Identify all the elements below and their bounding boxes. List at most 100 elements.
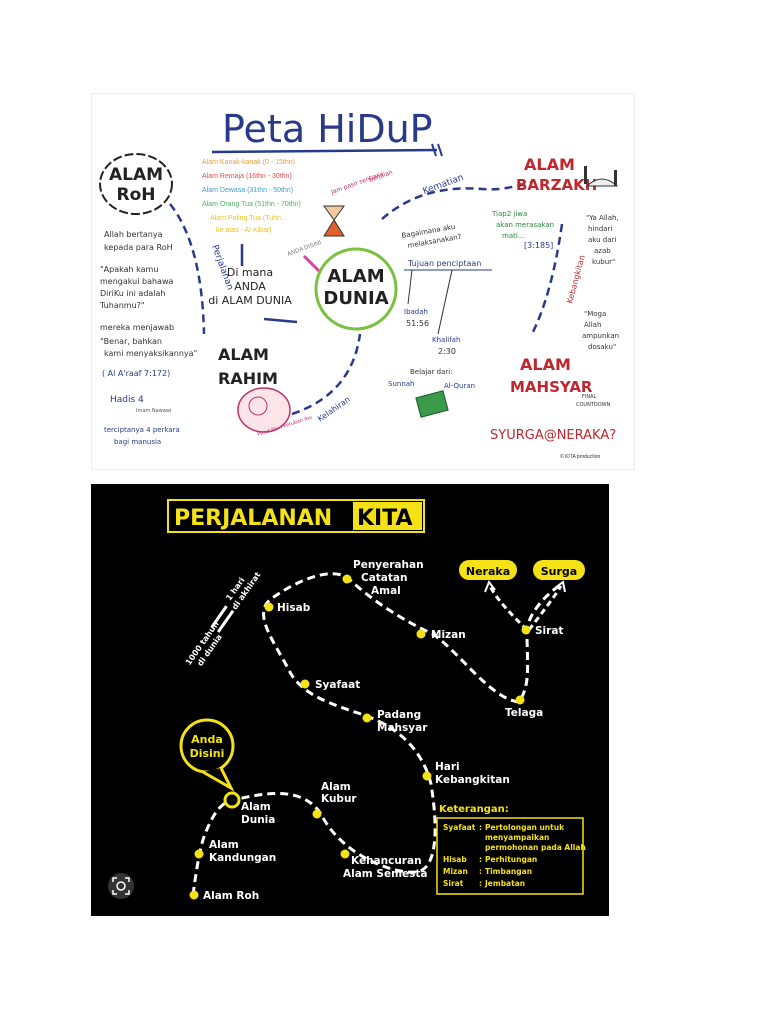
peta-hidup-panel: Peta HiDuP ALAM RoH Alam Kanak-kanak (0 … <box>91 93 635 470</box>
hourglass-icon <box>323 205 345 237</box>
khalifah-label: Khalifah <box>432 336 460 344</box>
stop-dot-hari-kebangkitan <box>422 771 432 781</box>
stage-label: Alam Paling Tua (Tuhn... <box>210 215 287 222</box>
stop-label-hari-kebangkitan: Hari <box>435 761 460 773</box>
tujuan-branch <box>407 269 413 305</box>
stop-label-alam-dunia: Dunia <box>241 814 275 826</box>
fetus-icon <box>237 387 291 433</box>
credit: © KITA production <box>560 453 600 460</box>
legend-def: permohonan pada Allah <box>485 843 586 852</box>
anda-disini-line: Disini <box>190 747 225 760</box>
dimana-line: di ALAM DUNIA <box>208 294 292 307</box>
sunnah-label: Sunnah <box>388 380 414 388</box>
flow-arrow <box>291 333 362 416</box>
quran-book-icon <box>415 390 449 418</box>
journey-map: PERJALANAN KITA 1000 tahun di dunia 1 ha… <box>108 499 586 902</box>
alam-dunia-circle <box>314 247 398 331</box>
stop-label-alam-kandungan: Kandungan <box>209 852 276 864</box>
stop-dot-sirat <box>521 625 531 635</box>
legend-def: Timbangan <box>485 867 532 876</box>
legend-sep: : <box>479 879 482 888</box>
khalifah-ref: 2:30 <box>438 347 456 356</box>
alam-mahsyar-line: ALAM <box>520 355 571 374</box>
legend-sep: : <box>479 823 482 832</box>
title-highlight <box>353 502 422 530</box>
legend-term: Mizan <box>443 867 468 876</box>
stop-dot-penyerahan <box>342 574 352 584</box>
journey-route <box>191 572 564 896</box>
anda-disini-tag: ANDA DISINI <box>287 240 323 258</box>
title-underline <box>211 148 438 154</box>
stop-label-padang-mahsyar: Mahsyar <box>377 722 428 734</box>
equals-sign <box>216 609 235 633</box>
stop-dot-kehancuran <box>340 849 350 859</box>
stop-label-alam-dunia: Alam <box>241 801 271 813</box>
legend-def: Perhitungan <box>485 855 537 864</box>
stop-label-penyerahan: Catatan <box>361 572 407 584</box>
legend-title: Keterangan: <box>439 804 509 815</box>
hadis-note: bagi manusia <box>114 438 161 446</box>
roh-note: ( Al A'raaf 7:172) <box>102 369 170 378</box>
map-title: Peta HiDuP <box>222 107 433 151</box>
tujuan-branch <box>437 269 453 335</box>
stop-label-kehancuran: Kehancuran <box>351 855 422 867</box>
alam-dunia-line: ALAM <box>327 266 384 287</box>
ya-allah-line: hindari <box>588 225 612 233</box>
legend-def: menyampaikan <box>485 833 549 842</box>
alam-rahim-line: ALAM <box>218 345 269 364</box>
dimana-line: ANDA <box>234 280 266 293</box>
alquran-label: Al-Quran <box>444 382 475 390</box>
stop-label-penyerahan: Penyerahan <box>353 559 424 571</box>
ya-allah-line: azab <box>594 247 611 255</box>
legend-term: Sirat <box>443 879 464 888</box>
roh-note: "Benar, bahkan <box>100 337 162 346</box>
stage-label: Alam Kanak-kanak (0 - 15thn) <box>202 159 295 166</box>
title-hash <box>431 143 437 157</box>
stop-label-sirat: Sirat <box>535 625 563 637</box>
stop-label-alam-kandungan: Alam <box>209 839 239 851</box>
neraka-label: Neraka <box>466 565 510 578</box>
stop-label-mizan: Mizan <box>431 629 466 641</box>
roh-note: DiriKu ini adalah <box>100 289 166 298</box>
syurga-neraka: SYURGA@NERAKA? <box>490 428 616 443</box>
equals-sign <box>210 605 228 629</box>
stage-label: Alam Remaja (16thn - 30thn) <box>202 173 292 180</box>
stop-label-syafaat: Syafaat <box>315 679 360 691</box>
stop-dot-alam-dunia <box>223 791 241 809</box>
bubble-pointer <box>202 767 235 792</box>
legend-def: Jembatan <box>484 879 525 888</box>
final-countdown: FINAL <box>582 394 597 400</box>
stop-dot-hisab <box>264 602 274 612</box>
arrow-up-icon <box>484 579 496 593</box>
stop-dot-mizan <box>416 629 426 639</box>
neraka-box <box>459 560 517 580</box>
alam-roh-cloud <box>99 153 173 215</box>
ya-allah-line: "Ya Allah, <box>586 214 619 222</box>
title-hash <box>437 143 443 157</box>
alam-mahsyar-line: MAHSYAR <box>510 378 593 396</box>
pink-arrow-icon <box>302 254 322 274</box>
alam-rahim-line: RAHIM <box>218 369 278 388</box>
flow-arrow <box>169 203 206 335</box>
anda-disini-line: Anda <box>191 733 223 746</box>
stop-dot-alam-roh <box>189 890 199 900</box>
grave-icon <box>584 166 619 187</box>
title-part2: KITA <box>357 506 413 531</box>
barzakh-ref: [3:185] <box>524 241 553 250</box>
flow-arrow <box>530 223 564 335</box>
hadis-label: Hadis 4 <box>110 395 144 405</box>
stop-label-hisab: Hisab <box>277 602 311 614</box>
stop-label-alam-kubur: Alam <box>321 781 351 793</box>
stage-label: ke atas - Al-Kibar) <box>216 227 272 234</box>
lens-icon[interactable] <box>108 873 134 899</box>
kebangkitan-label: Kebangkitan <box>565 254 587 305</box>
stop-label-alam-roh: Alam Roh <box>203 890 259 902</box>
alam-roh-line: ALAM <box>109 165 163 185</box>
hadis-sub: Imam Nawawi <box>136 408 171 414</box>
stop-label-kehancuran: Alam Semesta <box>343 868 428 880</box>
ya-allah-line: aku dari <box>588 236 616 244</box>
stop-label-padang-mahsyar: Padang <box>377 709 421 721</box>
stop-dot-telaga <box>515 695 525 705</box>
legend-def: Pertolongan untuk <box>485 823 565 832</box>
dimana-line: Di mana <box>227 266 273 279</box>
